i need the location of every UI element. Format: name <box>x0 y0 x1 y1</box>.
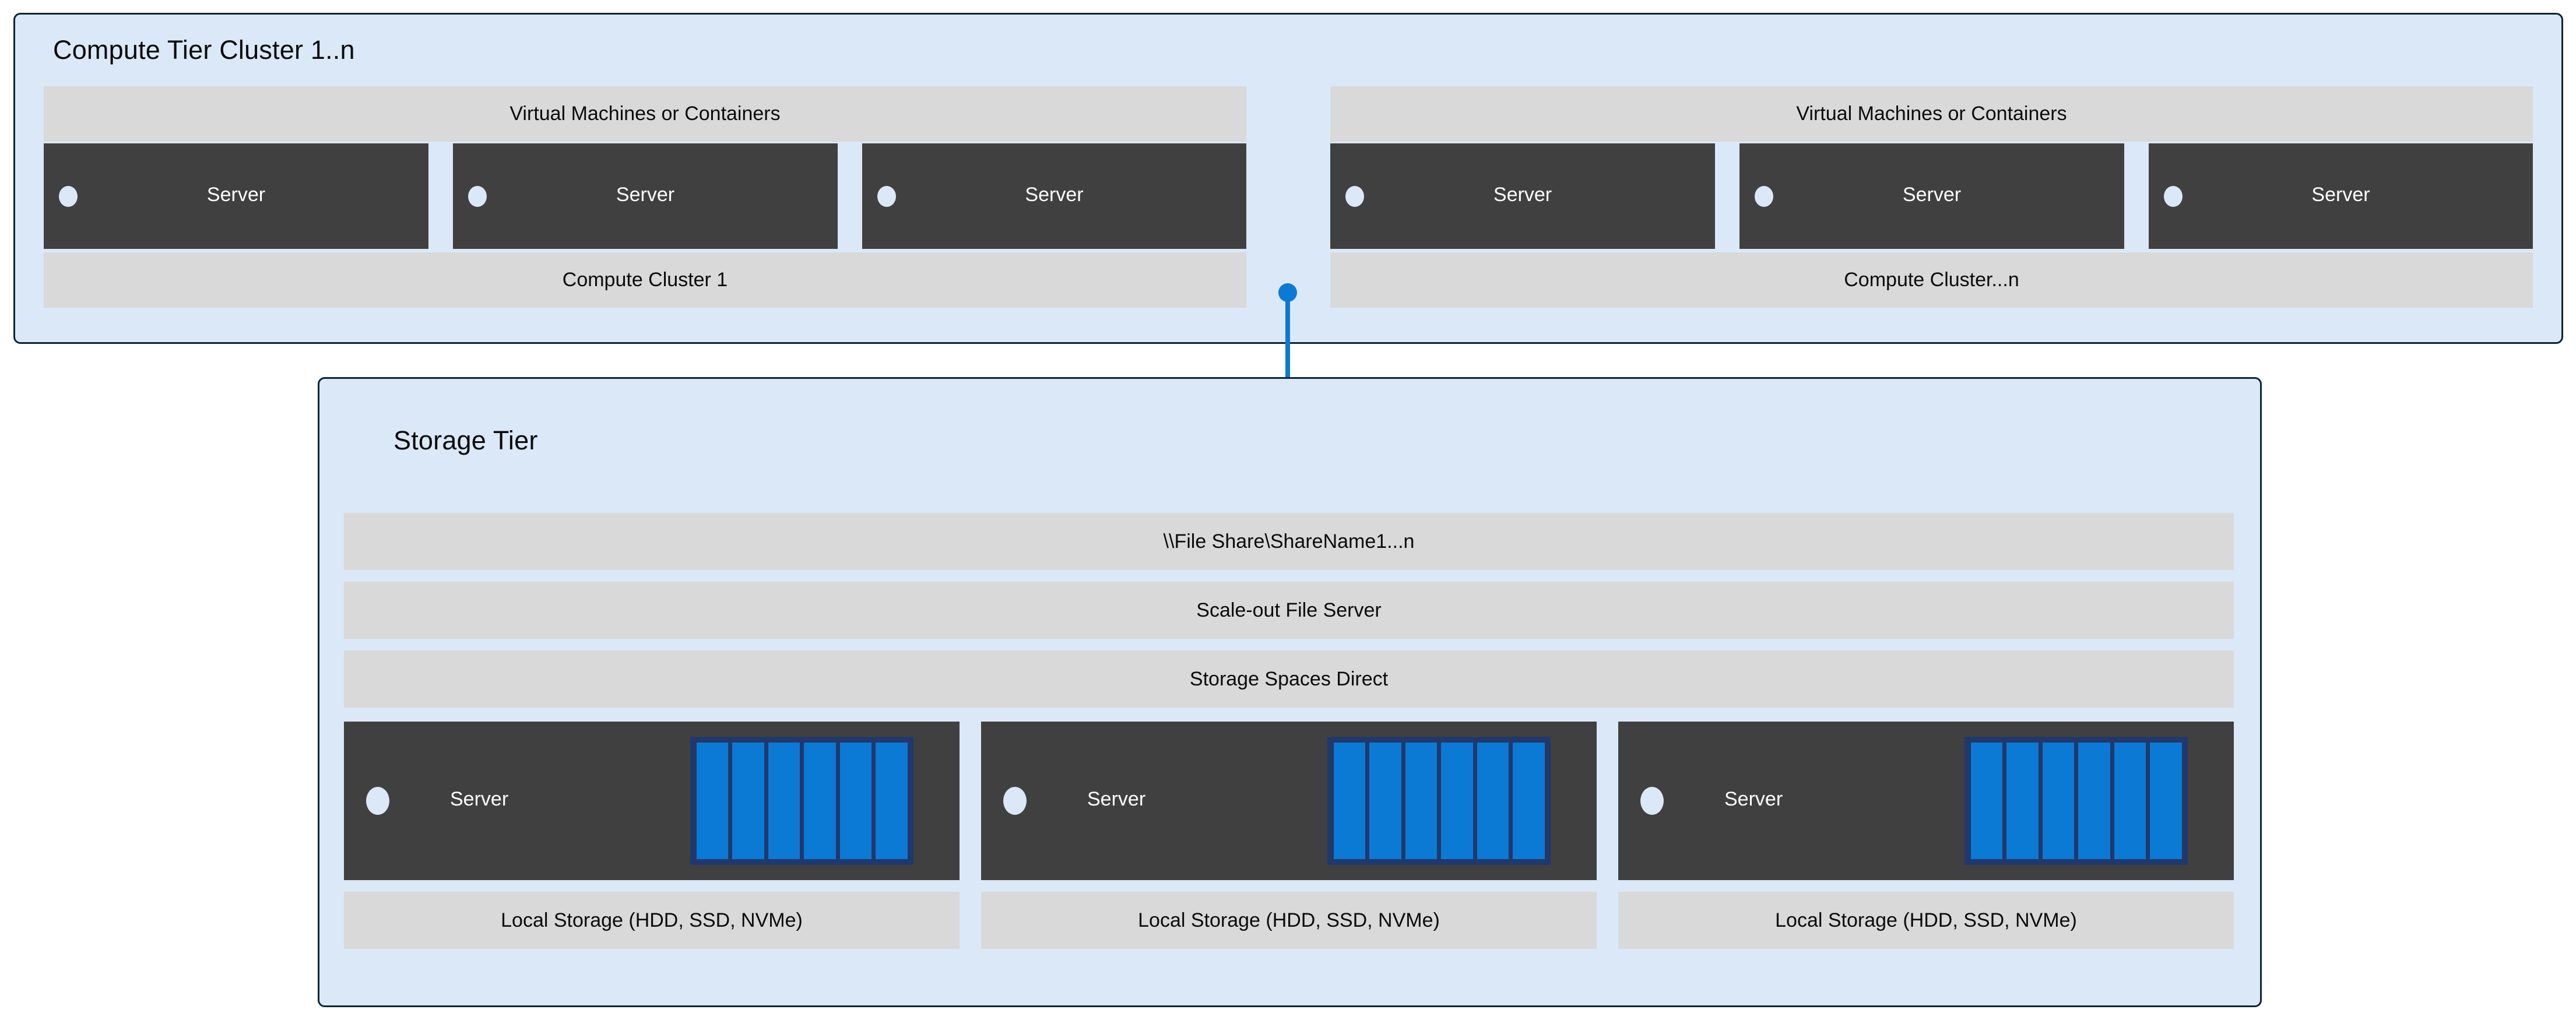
cluster-1-server-2[interactable]: Server <box>453 143 838 249</box>
disk-bay <box>1441 743 1473 859</box>
storage-node-2-server[interactable]: Server <box>981 722 1597 880</box>
disk-array <box>1327 737 1551 865</box>
disk-array <box>690 737 913 865</box>
compute-cluster-1: Virtual Machines or Containers Server Se… <box>44 15 1246 342</box>
storage-node-3-local-storage-band: Local Storage (HDD, SSD, NVMe) <box>1618 892 2234 949</box>
disk-bay <box>2114 743 2146 859</box>
disk-bay <box>768 743 800 859</box>
connector-line <box>1285 289 1290 417</box>
storage-tier-container: Storage Tier \\File Share\ShareName1...n… <box>318 377 2262 1007</box>
file-share-band: \\File Share\ShareName1...n <box>344 513 2234 570</box>
disk-bay <box>1405 743 1437 859</box>
cluster-n-name-band: Compute Cluster...n <box>1330 252 2533 308</box>
disk-bay <box>2078 743 2110 859</box>
disk-bay <box>696 743 728 859</box>
disk-bay <box>1369 743 1401 859</box>
scale-out-file-server-band: Scale-out File Server <box>344 582 2234 639</box>
server-label: Server <box>1724 788 1783 810</box>
disk-bay <box>2150 743 2182 859</box>
storage-node-1-server[interactable]: Server <box>344 722 960 880</box>
cluster-n-server-1[interactable]: Server <box>1330 143 1715 249</box>
power-led-icon <box>1640 787 1664 815</box>
cluster-1-server-3[interactable]: Server <box>862 143 1246 249</box>
server-label: Server <box>206 183 266 206</box>
disk-bay <box>2042 743 2074 859</box>
disk-bay <box>804 743 836 859</box>
power-led-icon <box>1755 185 1773 207</box>
server-label: Server <box>1902 183 1962 206</box>
server-label: Server <box>1493 183 1552 206</box>
power-led-icon <box>468 185 487 207</box>
cluster-n-server-2[interactable]: Server <box>1739 143 2124 249</box>
power-led-icon <box>1345 185 1364 207</box>
server-label: Server <box>450 788 509 810</box>
cluster-1-server-1[interactable]: Server <box>44 143 428 249</box>
server-label: Server <box>1025 183 1084 206</box>
disk-bay <box>876 743 908 859</box>
disk-bay <box>2006 743 2039 859</box>
cluster-n-vm-band: Virtual Machines or Containers <box>1330 86 2533 142</box>
power-led-icon <box>2164 185 2183 207</box>
server-label: Server <box>1087 788 1146 810</box>
storage-node-3-server[interactable]: Server <box>1618 722 2234 880</box>
power-led-icon <box>877 185 896 207</box>
disk-bay <box>839 743 871 859</box>
disk-bay <box>1513 743 1545 859</box>
disk-array <box>1964 737 2188 865</box>
disk-bay <box>1333 743 1365 859</box>
storage-node-1-local-storage-band: Local Storage (HDD, SSD, NVMe) <box>344 892 960 949</box>
storage-spaces-direct-band: Storage Spaces Direct <box>344 650 2234 708</box>
compute-tier-title: Compute Tier Cluster 1..n <box>53 35 355 65</box>
power-led-icon <box>1003 787 1027 815</box>
disk-bay <box>1477 743 1509 859</box>
server-label: Server <box>2311 183 2370 206</box>
storage-node-2-local-storage-band: Local Storage (HDD, SSD, NVMe) <box>981 892 1597 949</box>
cluster-n-server-3[interactable]: Server <box>2149 143 2533 249</box>
compute-cluster-n: Virtual Machines or Containers Server Se… <box>1330 15 2533 342</box>
storage-tier-title: Storage Tier <box>393 425 538 455</box>
cluster-1-name-band: Compute Cluster 1 <box>44 252 1246 308</box>
server-label: Server <box>616 183 675 206</box>
cluster-1-vm-band: Virtual Machines or Containers <box>44 86 1246 142</box>
compute-tier-container: Compute Tier Cluster 1..n Virtual Machin… <box>13 13 2563 344</box>
power-led-icon <box>59 185 78 207</box>
disk-bay <box>732 743 764 859</box>
power-led-icon <box>366 787 389 815</box>
disk-bay <box>1970 743 2002 859</box>
